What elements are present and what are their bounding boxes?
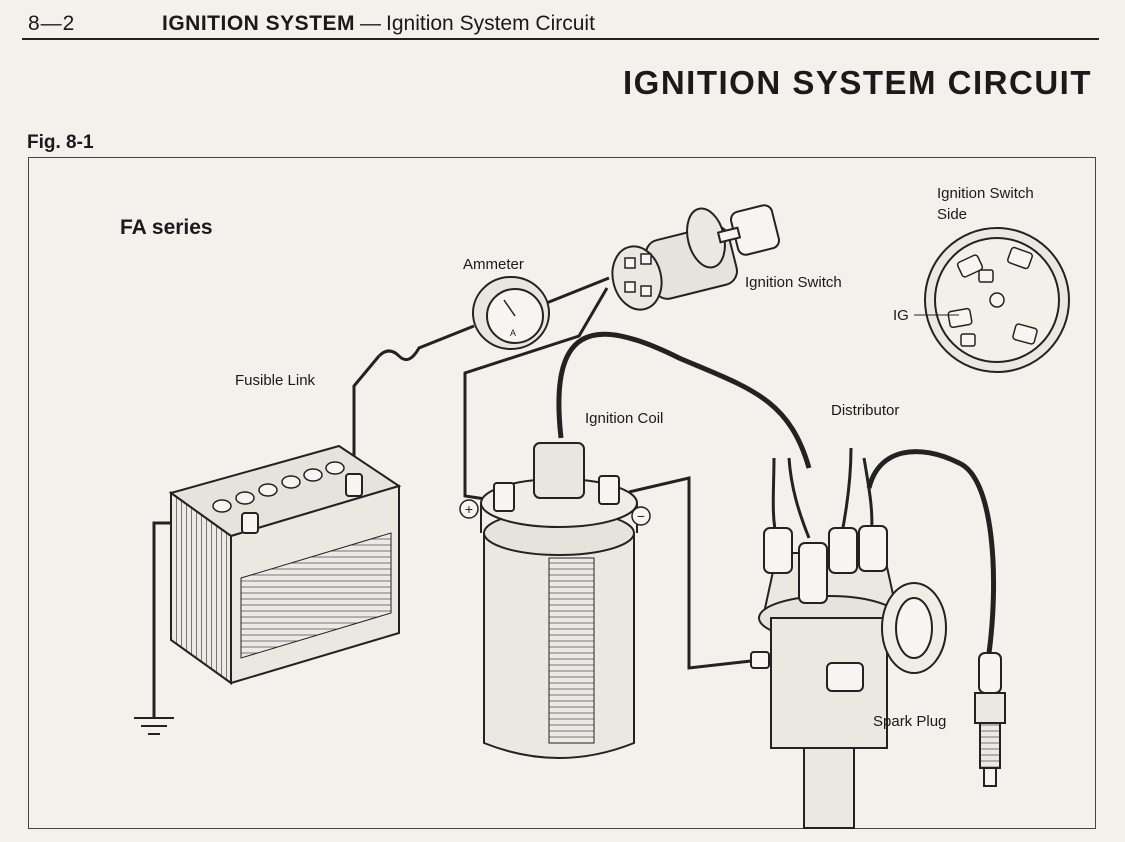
figure-label: Fig. 8-1 bbox=[27, 132, 94, 153]
battery bbox=[168, 444, 402, 685]
ammeter-face-label: A bbox=[510, 328, 516, 338]
spark-plug-label: Spark Plug bbox=[873, 713, 947, 730]
switch-side-label-line1: Ignition Switch bbox=[937, 185, 1034, 202]
page-title: IGNITION SYSTEM CIRCUIT bbox=[622, 64, 1092, 101]
ground-symbol-icon bbox=[134, 717, 174, 735]
page-header: 8—2 IGNITION SYSTEM—Ignition System Circ… bbox=[22, 8, 1097, 42]
ignition-key-icon bbox=[716, 204, 781, 256]
ammeter: A bbox=[472, 276, 550, 350]
spark-plug bbox=[974, 652, 1006, 787]
ig-terminal-label: IG bbox=[893, 307, 909, 324]
figure-frame: A bbox=[28, 157, 1096, 829]
coil-positive-terminal bbox=[493, 482, 515, 512]
distributor-leads bbox=[771, 447, 874, 539]
coil-to-distributor-wire bbox=[628, 476, 752, 670]
section-heading: IGNITION SYSTEM—Ignition System Circuit bbox=[162, 12, 595, 36]
section-separator: — bbox=[360, 12, 382, 35]
wiring bbox=[152, 276, 997, 718]
ignition-coil: + − bbox=[459, 442, 651, 759]
ignition-circuit-diagram: A bbox=[134, 204, 1070, 829]
battery-side bbox=[170, 491, 232, 685]
battery-to-fusible-wire bbox=[352, 355, 381, 476]
switch-to-coil-wire bbox=[463, 287, 609, 503]
negative-symbol-icon bbox=[631, 506, 651, 526]
battery-vent-caps bbox=[212, 461, 345, 513]
subsection-title: Ignition System Circuit bbox=[386, 12, 595, 35]
coil-negative-terminal bbox=[598, 475, 620, 505]
distributor-primary-terminal bbox=[750, 651, 770, 669]
spark-plug-lead bbox=[866, 449, 997, 654]
fusible-link-label: Fusible Link bbox=[235, 372, 316, 389]
battery-ribs bbox=[240, 532, 392, 659]
fusible-link-wire bbox=[377, 324, 475, 362]
ignition-coil-label: Ignition Coil bbox=[585, 410, 664, 427]
distributor-label: Distributor bbox=[831, 402, 900, 419]
switch-side-label-line2: Side bbox=[937, 206, 968, 223]
positive-symbol-icon bbox=[459, 499, 479, 519]
series-label: FA series bbox=[120, 216, 213, 239]
distributor-caps bbox=[763, 525, 888, 604]
ignition-switch-label: Ignition Switch bbox=[745, 274, 842, 291]
plus-sign: + bbox=[465, 501, 473, 517]
ammeter-label: Ammeter bbox=[463, 256, 524, 273]
ignition-switch bbox=[611, 204, 781, 311]
ignition-switch-side-view bbox=[914, 227, 1070, 373]
section-title: IGNITION SYSTEM bbox=[162, 12, 356, 35]
header-rule bbox=[22, 38, 1099, 40]
page-number: 8—2 bbox=[28, 12, 76, 35]
battery-positive-terminal bbox=[345, 473, 363, 497]
distributor bbox=[750, 447, 947, 829]
battery-negative-terminal bbox=[241, 512, 259, 534]
switch-terminal-blades bbox=[947, 246, 1038, 347]
coil-high-tension-lead bbox=[556, 331, 812, 469]
minus-sign: − bbox=[637, 508, 645, 524]
